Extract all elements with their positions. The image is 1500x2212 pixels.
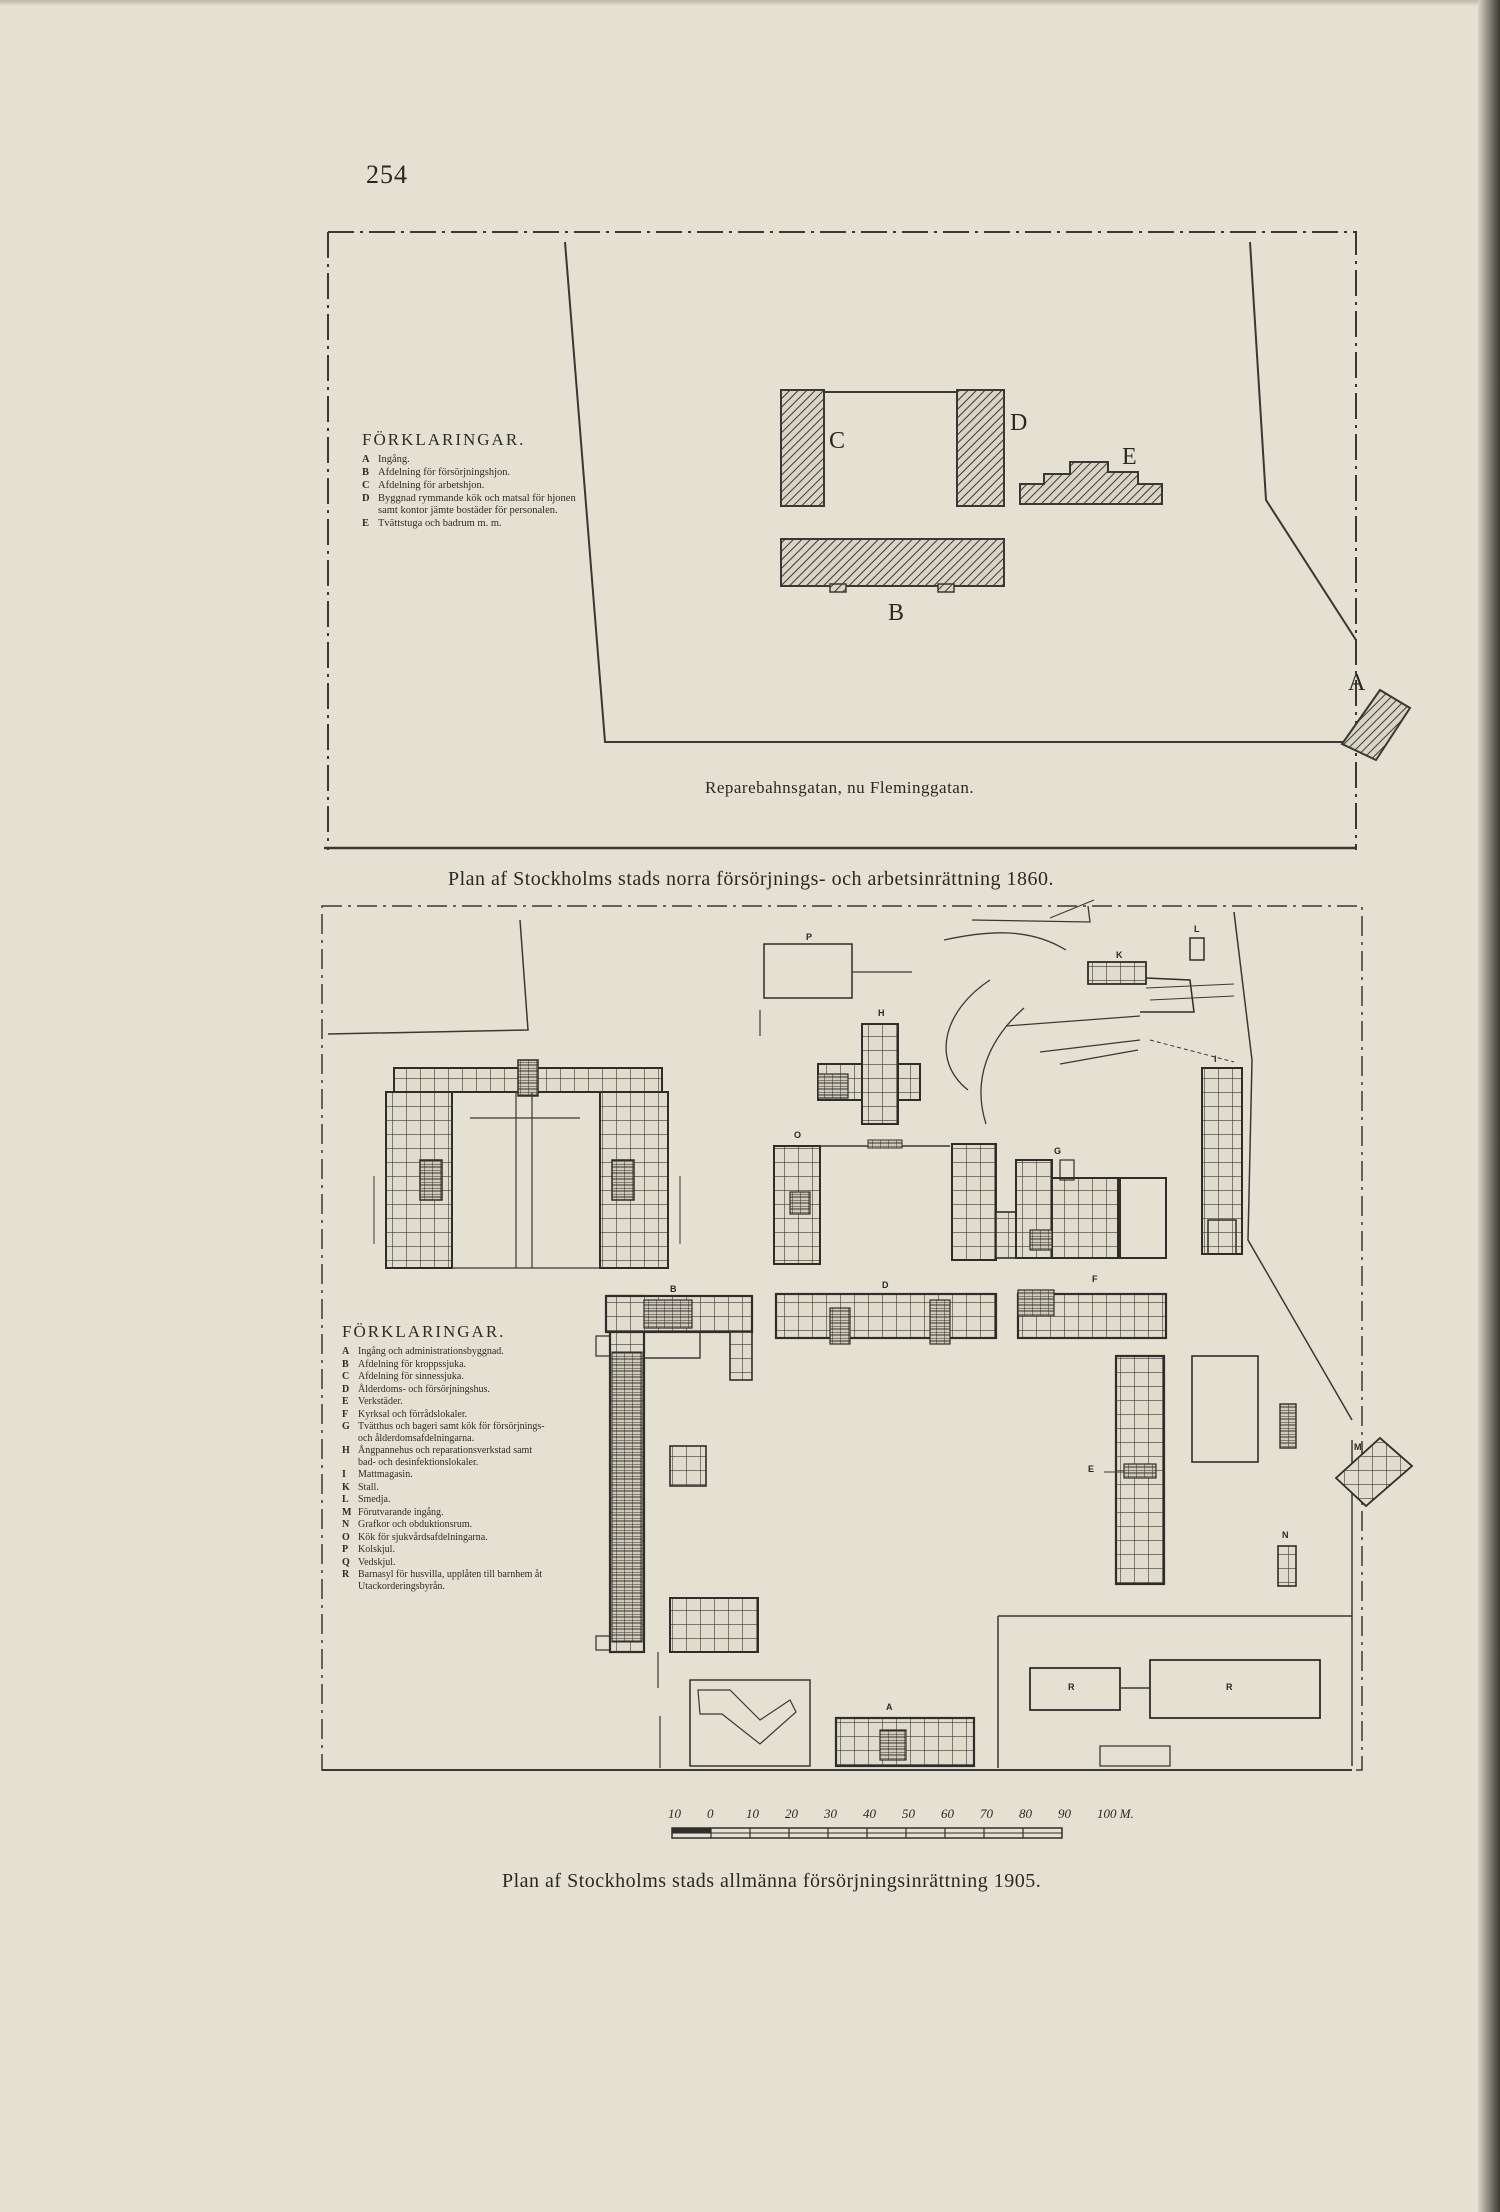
scale-bar	[671, 1827, 1063, 1839]
map-label-m: M	[1354, 1442, 1362, 1452]
map-label-l: L	[1194, 924, 1200, 934]
map-label-o: O	[794, 1130, 802, 1140]
map-label-d: D	[882, 1280, 889, 1290]
map-label-r-2: R	[1226, 1682, 1233, 1692]
legend-title: FÖRKLARINGAR.	[362, 430, 526, 449]
scale-tick: 60	[941, 1806, 954, 1821]
caption-plan-1905: Plan af Stockholms stads allmänna försör…	[502, 1870, 1042, 1892]
scale-labels: 10 0 10 20 30 40 50 60 70 80 90 100 M.	[668, 1806, 1136, 1822]
legend-title: FÖRKLARINGAR.	[342, 1322, 506, 1341]
map-label-e: E	[1088, 1464, 1095, 1474]
map-label-r-1: R	[1068, 1682, 1075, 1692]
map-label-a: A	[886, 1702, 893, 1712]
page-edge-shadow	[1478, 0, 1500, 2212]
map-label-n: N	[1282, 1530, 1289, 1540]
map-label-f: F	[1092, 1274, 1098, 1284]
scale-tick: 50	[902, 1806, 915, 1821]
building-label-b: B	[888, 600, 905, 626]
building-label-e: E	[1122, 444, 1137, 470]
building-label-d: D	[1010, 410, 1028, 436]
scale-tick: 70	[980, 1806, 993, 1821]
map-label-h: H	[878, 1008, 885, 1018]
map-label-p: P	[806, 932, 813, 942]
page-number: 254	[366, 160, 408, 189]
scale-tick: 80	[1019, 1806, 1032, 1821]
scale-tick: 90	[1058, 1806, 1071, 1821]
page-edge-top	[0, 0, 1500, 6]
scale-tick: 20	[785, 1806, 798, 1821]
scale-tick: 30	[824, 1806, 837, 1821]
scale-tick: 10	[746, 1806, 759, 1821]
building-label-c: C	[829, 428, 846, 454]
scale-tick: 40	[863, 1806, 876, 1821]
street-name: Reparebahnsgatan, nu Fleminggatan.	[705, 778, 975, 797]
scale-tick: 0	[707, 1806, 714, 1821]
map-label-b: B	[670, 1284, 677, 1294]
scale-tick: 10	[668, 1806, 681, 1821]
caption-plan-1860: Plan af Stockholms stads norra försörjni…	[448, 868, 1054, 890]
plan-1860	[324, 231, 1412, 850]
building-label-a: A	[1348, 670, 1366, 696]
map-label-k: K	[1116, 950, 1123, 960]
map-label-i: I	[1214, 1054, 1217, 1064]
plan-1905	[321, 899, 1414, 1771]
map-label-g: G	[1054, 1146, 1062, 1156]
scale-tick: 100 M.	[1097, 1806, 1134, 1821]
